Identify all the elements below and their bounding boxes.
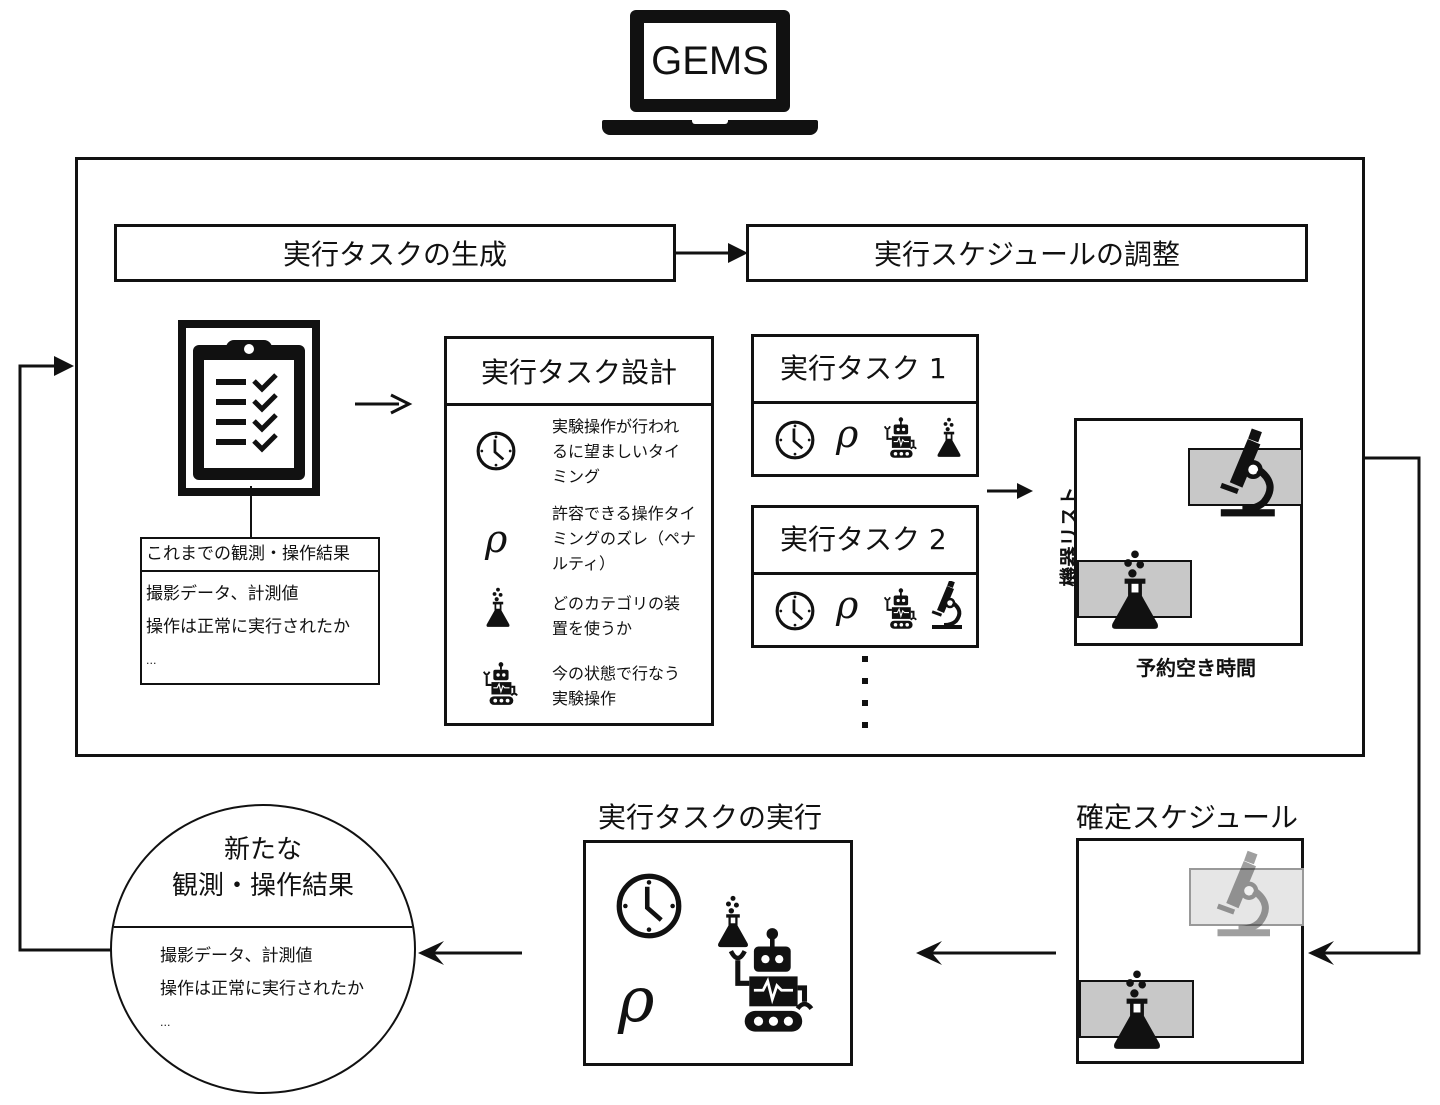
clock-icon xyxy=(774,590,816,632)
robot-icon xyxy=(882,587,918,631)
task-card-title: 実行タスク 1 xyxy=(754,337,976,404)
new-results-line: 操作は正常に実行されたか xyxy=(160,979,364,999)
task-card-1: 実行タスク 1 ρ xyxy=(751,334,979,477)
adjust-schedule-label: 実行スケジュールの調整 xyxy=(873,238,1181,271)
available-time-label: 予約空き時間 xyxy=(1136,656,1256,680)
robot-icon xyxy=(882,416,918,460)
design-item-device: どのカテゴリの装置を使うか xyxy=(447,581,711,651)
task-design-box: 実行タスク設計 実験操作が行われるに望ましいタイミング ρ 許容できる操作タイミ… xyxy=(444,336,714,726)
past-results-box: これまでの観測・操作結果 撮影データ、計測値 操作は正常に実行されたか ... xyxy=(140,537,380,685)
gems-laptop: GEMS xyxy=(602,10,818,135)
rho-icon: ρ xyxy=(836,412,859,456)
arrow-generate-to-adjust xyxy=(676,243,748,263)
final-schedule-chart xyxy=(1076,838,1304,1064)
robot-icon xyxy=(724,927,816,1035)
flask-icon xyxy=(936,414,962,460)
robot-icon xyxy=(481,661,519,707)
generate-tasks-label: 実行タスクの生成 xyxy=(282,238,507,271)
past-results-line: 操作は正常に実行されたか xyxy=(146,617,350,637)
flask-icon xyxy=(485,585,511,629)
task-design-title: 実行タスク設計 xyxy=(447,339,711,406)
new-results-line: ... xyxy=(160,1016,171,1029)
generate-tasks-box: 実行タスクの生成 xyxy=(114,224,676,282)
adjust-schedule-box: 実行スケジュールの調整 xyxy=(746,224,1308,282)
arrow-to-execution xyxy=(916,941,1056,965)
arrow-to-new-results xyxy=(418,941,522,965)
flask-icon xyxy=(1111,957,1163,1061)
microscope-icon xyxy=(1207,847,1277,945)
design-item-operation: 今の状態で行なう実験操作 xyxy=(447,651,711,721)
design-item-timing: 実験操作が行われるに望ましいタイミング xyxy=(447,406,711,496)
execution-title: 実行タスクの実行 xyxy=(598,801,823,834)
rho-icon: ρ xyxy=(618,963,655,1036)
arrowhead xyxy=(1308,941,1334,965)
microscope-icon xyxy=(1210,425,1282,525)
task-card-title: 実行タスク 2 xyxy=(754,508,976,575)
flask-icon xyxy=(1109,537,1161,641)
arrow-to-task-design xyxy=(355,393,413,415)
clipboard-connector xyxy=(250,486,252,538)
new-results-line: 撮影データ、計測値 xyxy=(160,946,313,966)
microscope-icon xyxy=(926,581,966,631)
execution-box: ρ xyxy=(583,840,853,1066)
final-schedule-title: 確定スケジュール xyxy=(1076,801,1299,834)
feedback-arrow xyxy=(18,356,112,952)
arrow-to-schedule xyxy=(987,483,1033,499)
rho-icon: ρ xyxy=(836,583,859,627)
arrow-to-final-schedule xyxy=(1317,456,1421,955)
task-card-2: 実行タスク 2 ρ xyxy=(751,505,979,648)
past-results-line: 撮影データ、計測値 xyxy=(146,584,299,604)
new-results-title: 新たな xyxy=(223,835,302,865)
clock-icon xyxy=(774,419,816,461)
past-results-line: ... xyxy=(146,654,157,667)
clock-icon xyxy=(614,871,684,941)
new-results-title: 観測・操作結果 xyxy=(171,871,354,901)
new-results-circle: 新たな 観測・操作結果 撮影データ、計測値 操作は正常に実行されたか ... xyxy=(110,804,416,1094)
rho-icon: ρ xyxy=(485,516,508,561)
design-item-rho: ρ 許容できる操作タイミングのズレ（ペナルティ） xyxy=(485,504,697,573)
past-results-title: これまでの観測・操作結果 xyxy=(142,539,378,572)
schedule-chart xyxy=(1074,418,1303,646)
clipboard-checklist-icon xyxy=(178,320,320,496)
gems-label: GEMS xyxy=(651,38,769,83)
clock-icon xyxy=(475,430,517,472)
